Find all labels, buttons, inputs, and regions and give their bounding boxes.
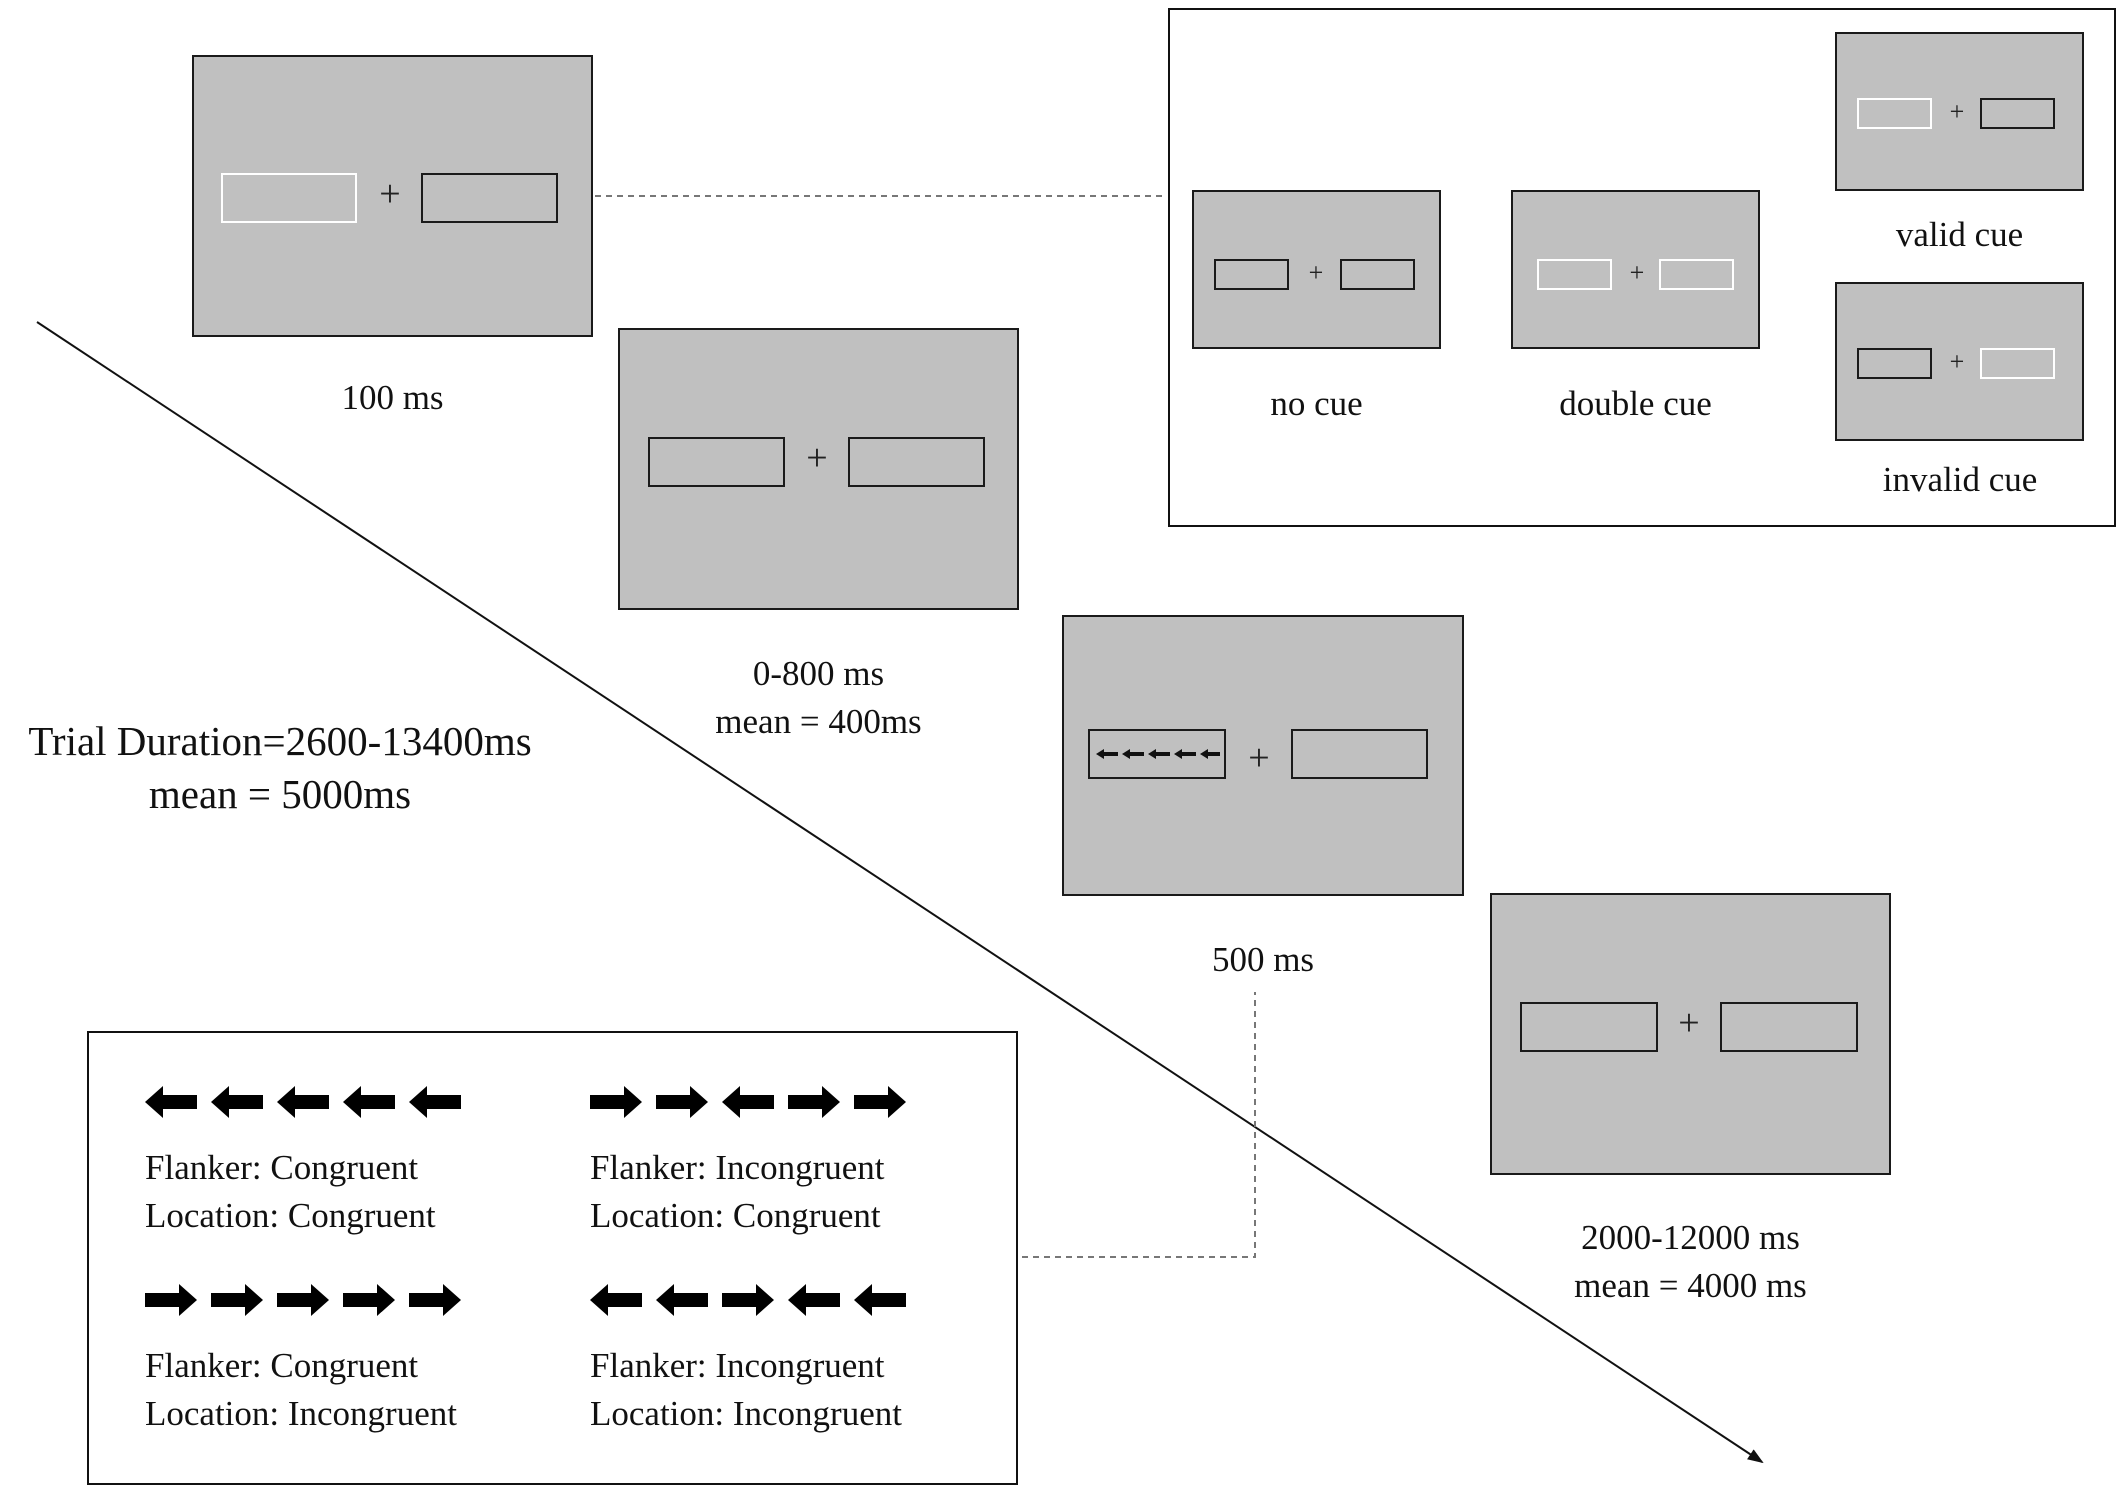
arrow-row-2 — [590, 1082, 920, 1122]
left-arrow-icon — [1148, 749, 1170, 759]
right-arrow-icon — [277, 1284, 329, 1316]
right-box — [1340, 259, 1415, 290]
left-box — [648, 437, 785, 487]
left-arrow-icon — [343, 1086, 395, 1118]
fixation-cross: + — [1629, 258, 1645, 287]
right-arrow-icon — [788, 1086, 840, 1118]
right-arrow-icon — [343, 1284, 395, 1316]
left-arrow-icon — [1174, 749, 1196, 759]
fixation-screen: + — [618, 328, 1019, 610]
left-box-cued — [1857, 98, 1932, 129]
right-box — [1720, 1002, 1858, 1052]
right-box — [848, 437, 985, 487]
right-arrow-icon — [590, 1086, 642, 1118]
left-box-cued — [221, 173, 357, 223]
right-arrow-icon — [211, 1284, 263, 1316]
right-box-cued — [1659, 259, 1734, 290]
right-arrow-icon — [656, 1086, 708, 1118]
fixation-cross: + — [1308, 258, 1324, 287]
left-arrow-icon — [1096, 749, 1118, 759]
double-cue-label: double cue — [1559, 384, 1712, 423]
left-arrow-icon — [1122, 749, 1144, 759]
fixation-mean-label: mean = 400ms — [715, 702, 922, 741]
left-box — [1857, 348, 1932, 379]
condition-4-flanker: Flanker: Incongruent — [590, 1346, 885, 1385]
right-box — [1980, 98, 2055, 129]
left-arrow-icon — [722, 1086, 774, 1118]
target-screen: + — [1062, 615, 1464, 896]
arrow-set — [590, 1284, 906, 1316]
valid-cue-screen: + — [1835, 32, 2084, 191]
time-axis-arrow — [36, 321, 1764, 1464]
right-arrow-icon — [854, 1086, 906, 1118]
arrow-row-4 — [590, 1280, 920, 1320]
condition-3-flanker: Flanker: Congruent — [145, 1346, 419, 1385]
fixation-cross: + — [1949, 347, 1965, 376]
left-arrow-icon — [590, 1284, 642, 1316]
arrow-set — [590, 1086, 906, 1118]
left-box — [1214, 259, 1289, 290]
target-arrow-row — [1096, 749, 1220, 759]
cue-screen: + — [192, 55, 593, 337]
target-connector-dashed — [1022, 992, 1256, 1258]
right-box — [1291, 729, 1428, 779]
iti-screen: + — [1490, 893, 1891, 1175]
left-arrow-icon — [409, 1086, 461, 1118]
condition-1-location: Location: Congruent — [145, 1196, 436, 1235]
left-arrow-icon — [656, 1284, 708, 1316]
left-arrow-icon — [145, 1086, 197, 1118]
left-arrow-icon — [211, 1086, 263, 1118]
invalid-cue-screen: + — [1835, 282, 2084, 441]
right-arrow-icon — [722, 1284, 774, 1316]
arrow-row-3 — [145, 1280, 475, 1320]
condition-4-location: Location: Incongruent — [590, 1394, 902, 1433]
condition-1-flanker: Flanker: Congruent — [145, 1148, 419, 1187]
right-arrow-icon — [409, 1284, 461, 1316]
fixation-cross: + — [1248, 737, 1270, 779]
target-duration-label: 500 ms — [1211, 940, 1315, 979]
fixation-cross: + — [379, 173, 401, 215]
fixation-cross: + — [806, 437, 828, 479]
left-arrow-icon — [788, 1284, 840, 1316]
condition-3-location: Location: Incongruent — [145, 1394, 457, 1433]
fixation-cross: + — [1949, 97, 1965, 126]
arrow-set — [145, 1284, 461, 1316]
iti-mean-label: mean = 4000 ms — [1574, 1266, 1807, 1305]
conditions-panel: Flanker: Congruent Location: Congruent F… — [87, 1031, 1018, 1485]
right-box — [421, 173, 558, 223]
invalid-cue-label: invalid cue — [1882, 460, 2038, 499]
condition-2-location: Location: Congruent — [590, 1196, 881, 1235]
fixation-cross: + — [1678, 1002, 1700, 1044]
right-box-cued — [1980, 348, 2055, 379]
cue-types-panel: + no cue + double cue + valid cue + inva… — [1168, 8, 2116, 527]
double-cue-screen: + — [1511, 190, 1760, 349]
arrow-row-1 — [145, 1082, 475, 1122]
left-box-with-arrows — [1088, 729, 1226, 779]
condition-2-flanker: Flanker: Incongruent — [590, 1148, 885, 1187]
trial-mean-label: mean = 5000ms — [148, 771, 412, 817]
valid-cue-label: valid cue — [1895, 215, 2024, 254]
trial-duration-label: Trial Duration=2600-13400ms — [28, 718, 532, 764]
no-cue-screen: + — [1192, 190, 1441, 349]
no-cue-label: no cue — [1270, 384, 1363, 423]
left-box — [1520, 1002, 1658, 1052]
fixation-duration-label: 0-800 ms — [752, 654, 885, 693]
left-arrow-icon — [854, 1284, 906, 1316]
left-arrow-icon — [1200, 749, 1220, 759]
iti-duration-label: 2000-12000 ms — [1581, 1218, 1800, 1257]
arrow-set — [145, 1086, 461, 1118]
cue-duration-label: 100 ms — [341, 378, 444, 417]
left-box-cued — [1537, 259, 1612, 290]
left-arrow-icon — [277, 1086, 329, 1118]
right-arrow-icon — [145, 1284, 197, 1316]
